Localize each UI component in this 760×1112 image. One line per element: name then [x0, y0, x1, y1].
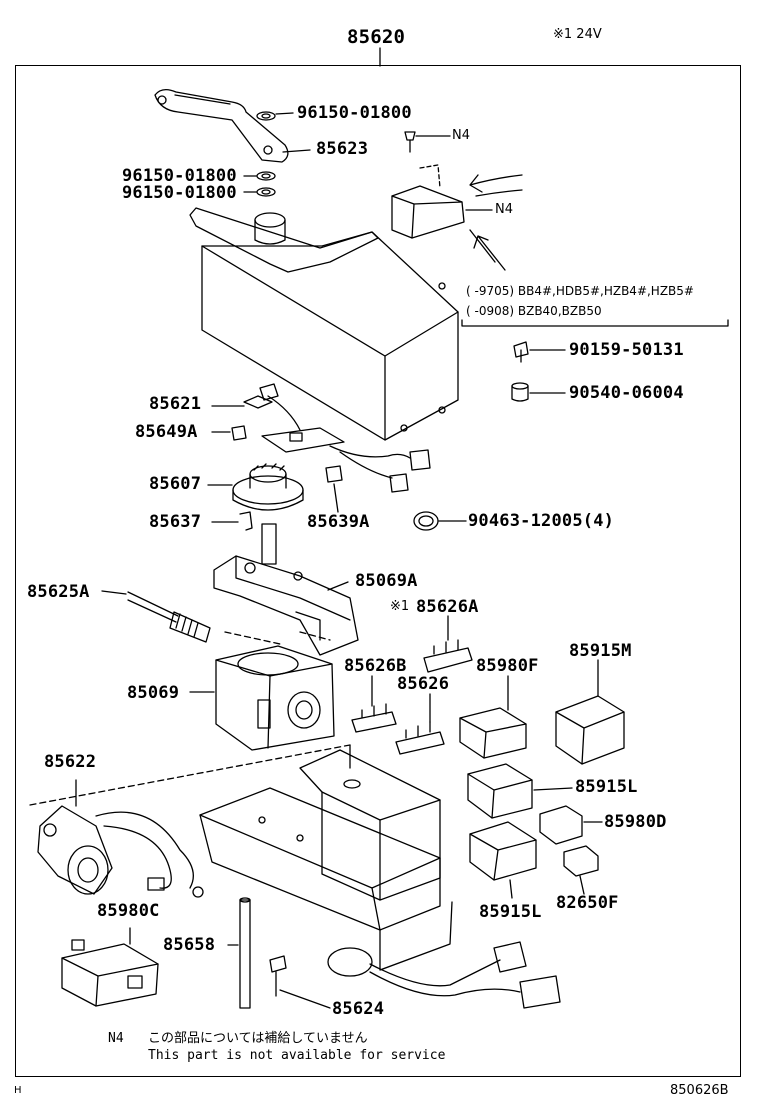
label-85915l-upper[interactable]: 85915L — [575, 777, 638, 797]
label-85069a[interactable]: 85069A — [355, 571, 418, 591]
screw-85624 — [269, 955, 331, 1009]
arm-85623 — [154, 88, 311, 163]
label-85626a[interactable]: 85626A — [416, 597, 479, 617]
washer-icon — [256, 187, 276, 197]
footer-note-jp: この部品については補給していません — [148, 1031, 368, 1046]
label-85625a[interactable]: 85625A — [27, 582, 90, 602]
label-85623[interactable]: 85623 — [316, 139, 369, 159]
relay-85915l-lower — [469, 821, 537, 899]
diagram-id: 850626B — [670, 1083, 729, 1098]
label-85626[interactable]: 85626 — [397, 674, 450, 694]
label-96150-01800-top[interactable]: 96150-01800 — [297, 103, 412, 123]
module-85980c — [61, 927, 159, 1007]
label-96150-01800-b[interactable]: 96150-01800 — [122, 183, 237, 203]
terminal-85626b — [351, 675, 397, 733]
terminal-85626 — [395, 693, 445, 755]
label-82650f[interactable]: 82650F — [556, 893, 619, 913]
gear-85607 — [207, 463, 304, 511]
label-85069[interactable]: 85069 — [127, 683, 180, 703]
housing-85069 — [189, 645, 335, 751]
label-85658[interactable]: 85658 — [163, 935, 216, 955]
footer-n4-code: N4 — [108, 1031, 124, 1046]
wire-harness-85621 — [211, 383, 431, 493]
label-85980c[interactable]: 85980C — [97, 901, 160, 921]
label-85621[interactable]: 85621 — [149, 394, 202, 414]
corner-mark: H — [14, 1085, 22, 1096]
label-85624[interactable]: 85624 — [332, 999, 385, 1019]
label-85980f[interactable]: 85980F — [476, 656, 539, 676]
label-90540-06004[interactable]: 90540-06004 — [569, 383, 684, 403]
harness-lower — [327, 941, 561, 1009]
label-85915m[interactable]: 85915M — [569, 641, 632, 661]
clip-85639a — [325, 465, 343, 513]
model-applicability-line-1: ( -9705) BB4#,HDB5#,HZB4#,HZB5# — [466, 284, 694, 298]
footer-note-en: This part is not available for service — [148, 1048, 446, 1063]
label-85980d[interactable]: 85980D — [604, 812, 667, 832]
washer-icon — [256, 171, 276, 181]
bolt-90159 — [513, 341, 566, 363]
cushion-90540 — [511, 382, 566, 402]
washer-icon — [256, 111, 276, 121]
bracket-tray — [199, 744, 453, 971]
mark-85626a: ※1 — [390, 599, 410, 614]
label-85639a[interactable]: 85639A — [307, 512, 370, 532]
screw-n4 — [404, 131, 451, 153]
clamp-90463 — [413, 511, 467, 531]
label-85649a[interactable]: 85649A — [135, 422, 198, 442]
relay-85915l-upper — [467, 763, 573, 819]
main-housing — [189, 207, 459, 441]
clip-85637 — [239, 511, 253, 531]
diagram-frame — [15, 65, 741, 1077]
fuse-82650f — [563, 845, 599, 895]
label-85915l-lower[interactable]: 85915L — [479, 902, 542, 922]
label-96150-01800-a[interactable]: 96150-01800 — [122, 166, 237, 186]
label-90463-12005[interactable]: 90463-12005(4) — [468, 511, 615, 531]
worm-shaft-85625a — [101, 590, 211, 643]
mechanism-85069a — [213, 523, 359, 656]
assembly-part-number[interactable]: 85620 — [347, 26, 406, 48]
label-n4-cap: N4 — [495, 202, 513, 217]
label-85622[interactable]: 85622 — [44, 752, 97, 772]
label-85637[interactable]: 85637 — [149, 512, 202, 532]
clip-85649a — [211, 425, 247, 441]
label-90159-50131[interactable]: 90159-50131 — [569, 340, 684, 360]
rod-85658 — [227, 897, 251, 1009]
voltage-note: ※1 24V — [553, 27, 602, 42]
model-applicability-line-2: ( -0908) BZB40,BZB50 — [466, 304, 602, 318]
label-n4-screw: N4 — [452, 128, 470, 143]
cap-n4 — [391, 185, 493, 239]
relay-85980d — [539, 805, 603, 845]
terminal-85626a — [423, 615, 473, 673]
motor-85622 — [37, 779, 204, 898]
label-85626b[interactable]: 85626B — [344, 656, 407, 676]
relay-85980f — [459, 675, 527, 759]
label-85607[interactable]: 85607 — [149, 474, 202, 494]
relay-85915m — [555, 659, 625, 765]
